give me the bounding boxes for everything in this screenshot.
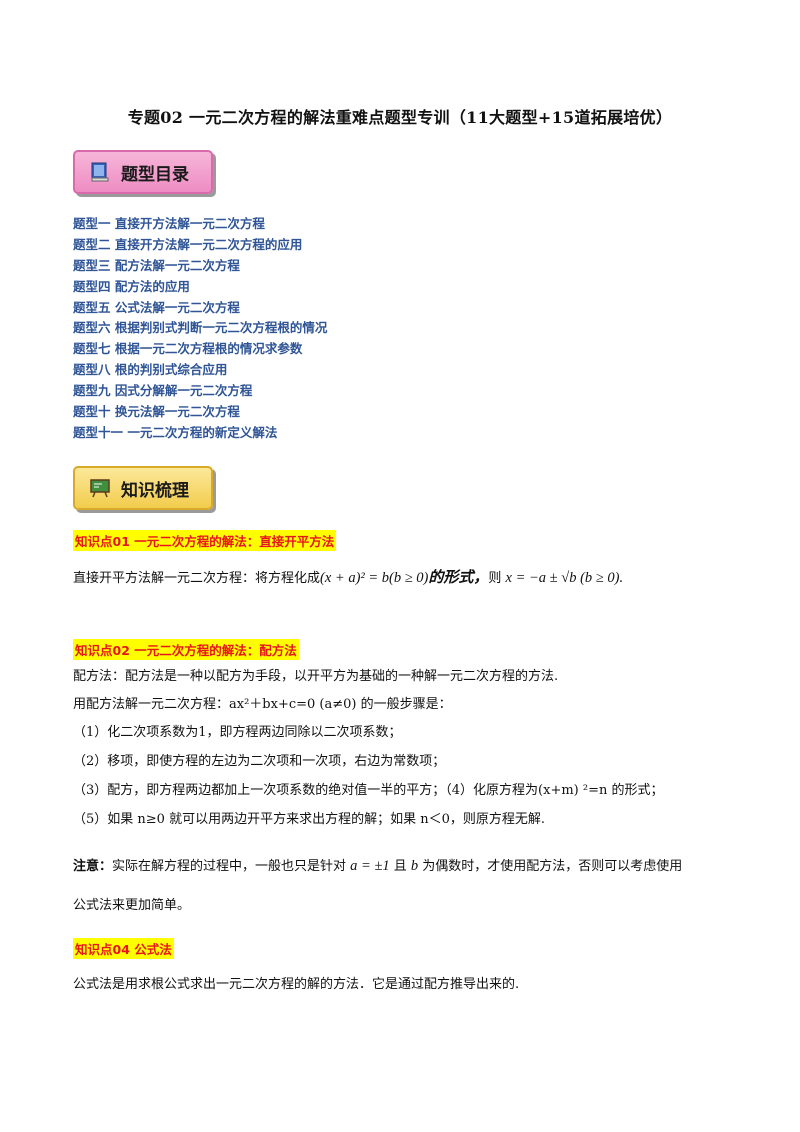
kp1-solution: x = −a ± √b (b ≥ 0). <box>505 570 624 586</box>
kp2-line: 配方法：配方法是一种以配方为手段，以开平方为基础的一种解一元二次方程的方法. <box>73 669 559 684</box>
book-icon <box>91 162 109 182</box>
note-label: 注意： <box>73 859 113 874</box>
kp1-text-b: 的形式， <box>428 568 489 586</box>
kp4-text: 公式法是用求根公式求出一元二次方程的解的方法．它是通过配方推导出来的. <box>73 977 520 992</box>
section-knowledge-box: 知识梳理 <box>73 466 213 510</box>
section-toc-box: 题型目录 <box>73 150 213 194</box>
note-variable-b: b <box>410 858 419 874</box>
note-text-b: 且 <box>389 859 411 874</box>
toc-item[interactable]: 题型八 根的判别式综合应用 <box>73 362 228 378</box>
note-text-a: 实际在解方程的过程中，一般也只是针对 <box>112 859 351 874</box>
kp1-equation: (x + a)² = b(b ≥ 0) <box>320 570 429 586</box>
kp4-heading: 知识点04 公式法 <box>73 938 174 959</box>
toc-item[interactable]: 题型一 直接开方法解一元二次方程 <box>73 216 265 231</box>
toc-item[interactable]: 题型五 公式法解一元二次方程 <box>73 299 240 315</box>
toc-item[interactable]: 题型四 配方法的应用 <box>73 278 190 294</box>
toc-item[interactable]: 题型三 配方法解一元二次方程 <box>73 257 240 273</box>
kp2-line: （1）化二次项系数为1，即方程两边同除以二次项系数； <box>73 725 402 740</box>
toc-item[interactable]: 题型十 换元法解一元二次方程 <box>73 404 240 420</box>
kp1-text-c: 则 <box>488 571 506 586</box>
kp2-line: （2）移项，即使方程的左边为二次项和一次项，右边为常数项； <box>73 754 446 769</box>
note-equation: a = ±1 <box>350 858 390 874</box>
toc-item[interactable]: 题型九 因式分解解一元二次方程 <box>73 383 253 399</box>
kp1-heading: 知识点01 一元二次方程的解法：直接开平方法 <box>73 530 337 551</box>
kp2-heading: 知识点02 一元二次方程的解法：配方法 <box>73 639 299 660</box>
note-paragraph: 注意：实际在解方程的过程中，一般也只是针对 a = ±1 且 b 为偶数时，才使… <box>73 857 682 876</box>
note-text-c: 为偶数时，才使用配方法，否则可以考虑使用 <box>418 859 683 874</box>
kp1-paragraph: 直接开平方法解一元二次方程：将方程化成(x + a)² = b(b ≥ 0)的形… <box>73 568 623 588</box>
note-line2: 公式法来更加简单。 <box>73 898 191 913</box>
kp1-text-a: 直接开平方法解一元二次方程：将方程化成 <box>73 571 321 586</box>
chalkboard-icon <box>90 479 110 498</box>
toc-item[interactable]: 题型六 根据判别式判断一元二次方程根的情况 <box>73 320 328 336</box>
kp2-line: 用配方法解一元二次方程：ax²＋bx+c=0 (a≠0) 的一般步骤是： <box>73 697 452 712</box>
toc-list: 题型一 直接开方法解一元二次方程 题型二 直接开方法解一元二次方程的应用 题型三… <box>73 214 327 444</box>
toc-item[interactable]: 题型七 根据一元二次方程根的情况求参数 <box>73 341 303 357</box>
page-title: 专题02 一元二次方程的解法重难点题型专训（11大题型+15道拓展培优） <box>127 108 673 127</box>
section-knowledge-label: 知识梳理 <box>121 480 189 501</box>
kp2-line: （5）如果 n≥0 就可以用两边开平方来求出方程的解；如果 n＜0，则原方程无解… <box>73 812 545 827</box>
toc-item[interactable]: 题型二 直接开方法解一元二次方程的应用 <box>73 236 303 252</box>
toc-item[interactable]: 题型十一 一元二次方程的新定义解法 <box>73 424 278 440</box>
section-toc-label: 题型目录 <box>121 164 189 185</box>
kp2-line: （3）配方，即方程两边都加上一次项系数的绝对值一半的平方；（4）化原方程为(x+… <box>73 783 664 798</box>
